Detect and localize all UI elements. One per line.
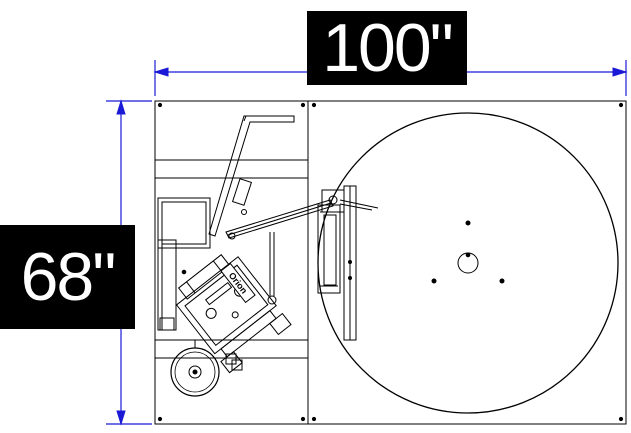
turntable — [317, 112, 619, 414]
right-base-plate — [307, 100, 627, 425]
film-roll — [170, 340, 220, 397]
height-dimension-label: 68" — [0, 225, 135, 329]
arm-linkage — [208, 115, 334, 305]
width-dimension-label: 100" — [307, 10, 467, 86]
height-dimension-line — [106, 99, 152, 426]
mast-assembly — [317, 185, 379, 341]
film-carriage: Orion — [157, 197, 292, 374]
